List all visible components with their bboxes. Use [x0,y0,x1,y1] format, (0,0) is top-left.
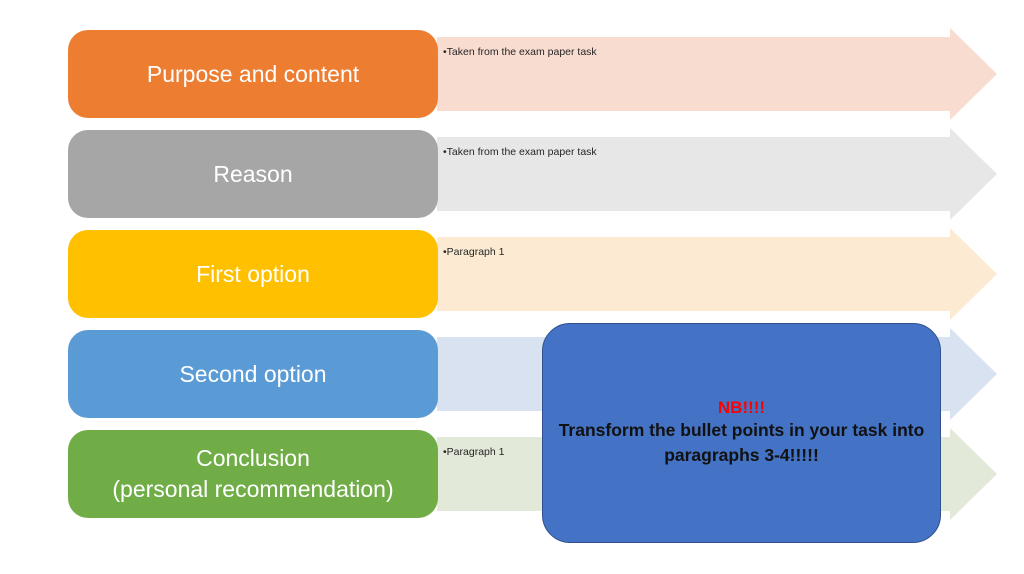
stage-box-label: First option [196,260,310,287]
arrow-head-icon [950,28,997,120]
stage-box-label: Purpose and content [146,60,360,87]
arrow-head-icon [950,228,997,320]
arrow-body: •Taken from the exam paper task [437,37,950,111]
stage-box-label: Reason [213,160,293,187]
stage-box-second-option: Second option [68,330,438,418]
arrow-bullet-text: •Taken from the exam paper task [443,46,597,58]
arrow-bullet-text: •Paragraph 1 [443,446,505,458]
arrow-head-icon [950,428,997,520]
nb-note-box: NB!!!! Transform the bullet points in yo… [542,323,941,543]
nb-note-body-line1: Transform the bullet points in your task… [558,420,925,440]
stage-box-reason: Reason [68,130,438,218]
stage-box-first-option: First option [68,230,438,318]
stage-box-conclusion: Conclusion (personal recommendation) [68,430,438,518]
stage-box-purpose: Purpose and content [68,30,438,118]
stage-box-label: Second option [179,360,327,387]
nb-note-body-line2: paragraphs 3-4!!!!! [664,445,819,465]
arrow-bullet-text: •Taken from the exam paper task [443,146,597,158]
arrow-body: •Paragraph 1 [437,237,950,311]
arrow-body: •Taken from the exam paper task [437,137,950,211]
arrow-bullet-text: •Paragraph 1 [443,246,505,258]
nb-note-title: NB!!!! [717,398,766,417]
stage-box-label: Conclusion [196,445,310,471]
arrow-head-icon [950,328,997,420]
stage-box-sublabel: (personal recommendation) [112,476,394,502]
arrow-head-icon [950,128,997,220]
